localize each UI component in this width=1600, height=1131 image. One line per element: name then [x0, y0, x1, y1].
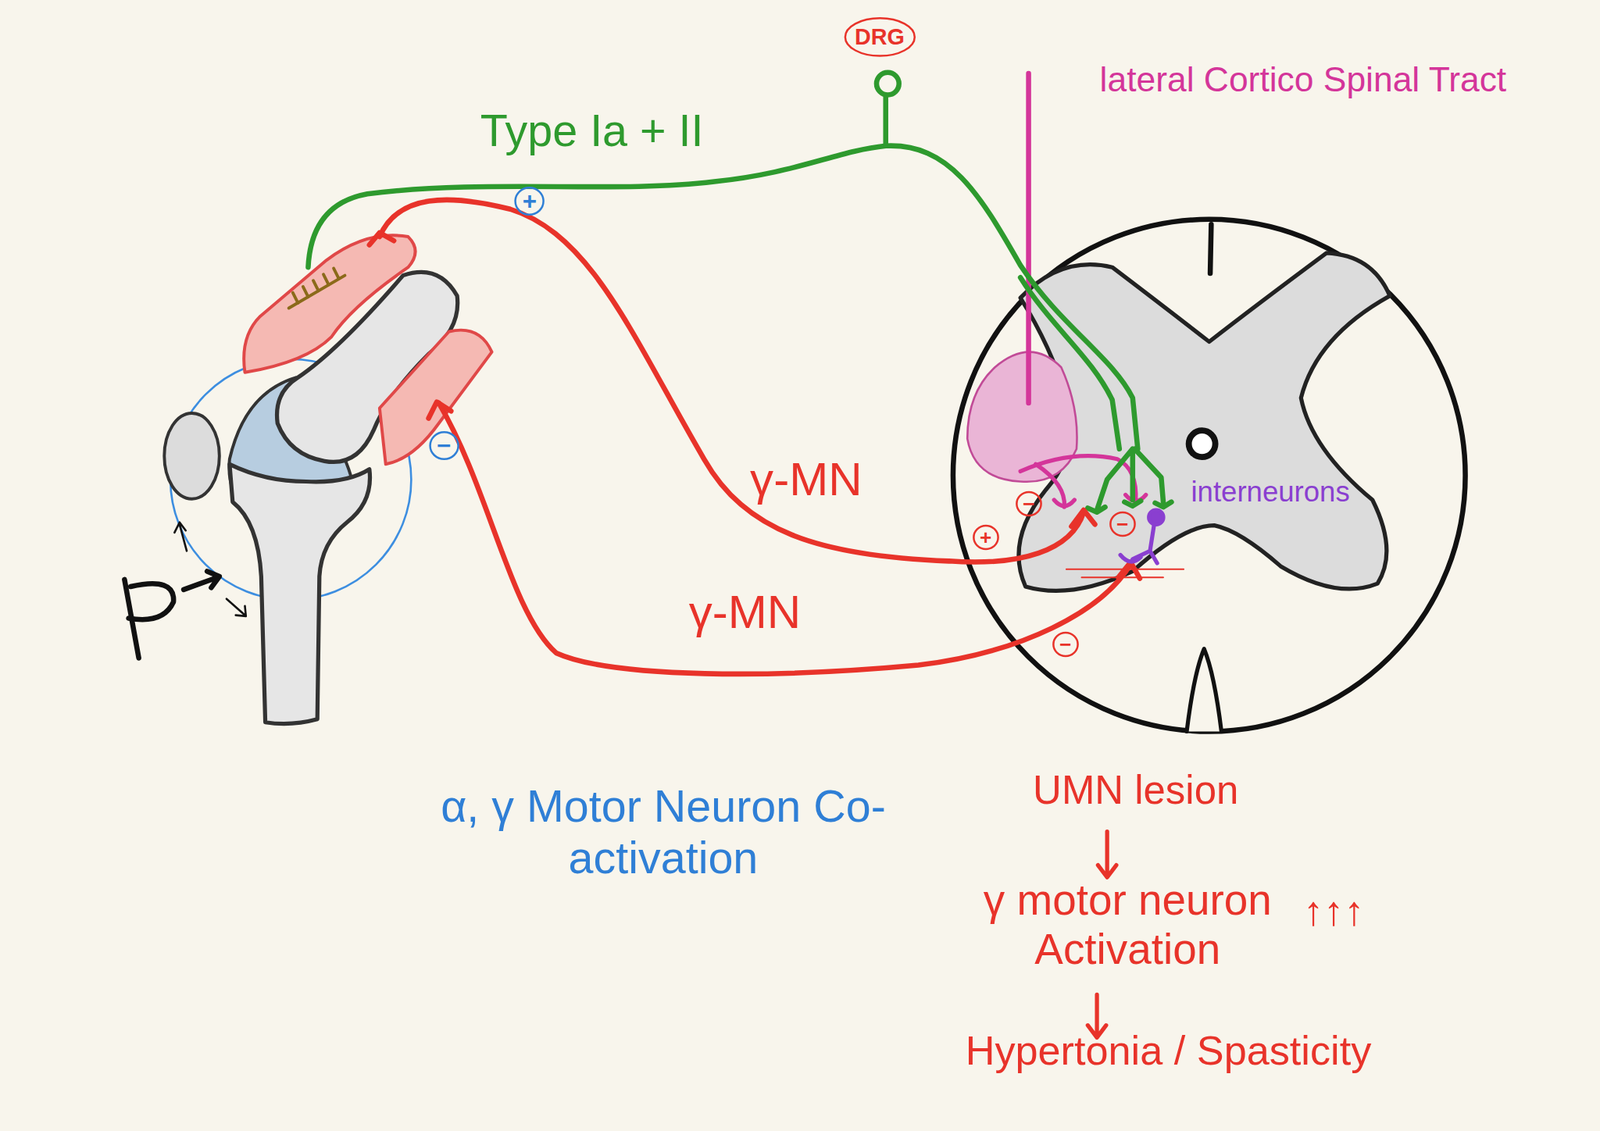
ventral-fissure — [1186, 649, 1222, 733]
node-text: − — [1022, 493, 1035, 515]
outline-ellipse — [1110, 512, 1135, 536]
ganglion-stem — [882, 96, 889, 147]
arrow-head — [428, 402, 452, 419]
outline-ellipse — [429, 432, 458, 460]
muscle-spindle — [289, 268, 346, 309]
dorsal-septum — [1210, 224, 1211, 274]
outline-ellipse — [515, 187, 544, 215]
inhibition-sign: − — [1015, 490, 1043, 518]
gamma-efferents — [369, 200, 1140, 675]
neuron-label: γ-MN — [750, 452, 862, 507]
outline-ellipse — [973, 525, 998, 550]
tap-arrow — [183, 571, 220, 590]
node-text: − — [1116, 514, 1129, 535]
afferent-axon — [1020, 277, 1120, 449]
corticospinal-tract-area — [967, 352, 1077, 483]
afferent-axon — [307, 146, 1138, 450]
hammer-head — [128, 583, 175, 620]
activation-marks — [1066, 569, 1184, 578]
central-canal — [1189, 430, 1216, 458]
arrow-head — [1118, 562, 1140, 579]
node-text: DRG — [854, 25, 905, 49]
inhibition-sign: − — [428, 430, 460, 461]
down-arrow — [1097, 831, 1117, 878]
ganglion-cell — [876, 72, 900, 96]
excitation-sign: + — [972, 524, 1000, 551]
antagonist-muscle — [379, 330, 493, 465]
corticospinal-tract-line — [1025, 73, 1032, 404]
outline-ellipse — [1053, 633, 1078, 658]
tibia-bone — [229, 464, 371, 724]
motion-arrow — [174, 522, 187, 552]
node-text: + — [522, 189, 537, 214]
inhibition-sign: − — [1052, 631, 1079, 658]
outline-ellipse — [1016, 492, 1041, 516]
interneuron-body — [1149, 510, 1164, 525]
spindle-endings — [292, 268, 340, 304]
tap-motion — [174, 522, 246, 617]
excitation-sign: + — [514, 185, 545, 217]
afferent-terminals — [1096, 449, 1164, 511]
outline-ellipse — [844, 17, 915, 56]
fiber-label: Type Ia + II — [480, 104, 704, 157]
cause-label: UMN lesion — [1032, 767, 1239, 815]
afferent-fiber — [307, 72, 1172, 513]
arrow-head — [369, 232, 394, 246]
neuron-label: γ-MN — [689, 585, 801, 640]
arrow-head — [1071, 510, 1095, 527]
effect-label: γ motor neuron Activation — [953, 875, 1301, 975]
agonist-muscle — [243, 235, 415, 372]
patella-bone — [164, 413, 220, 500]
node-text: − — [1059, 634, 1072, 655]
inhibition-sign: − — [1109, 510, 1136, 538]
outcome-label: Hypertonia / Spasticity — [965, 1027, 1372, 1075]
reflex-hammer — [124, 571, 219, 658]
gamma-axon — [439, 403, 1132, 675]
interneuron-label: interneurons — [1190, 475, 1350, 509]
node-text: + — [979, 527, 992, 548]
motion-arrow — [226, 599, 247, 617]
tract-label: lateral Cortico Spinal Tract — [1100, 59, 1508, 100]
node-text: − — [436, 433, 451, 458]
ganglion-tag: DRG — [842, 15, 918, 59]
increase-arrows: ↑↑↑ — [1303, 887, 1365, 935]
concept-label: α, γ Motor Neuron Co-activation — [428, 780, 899, 884]
